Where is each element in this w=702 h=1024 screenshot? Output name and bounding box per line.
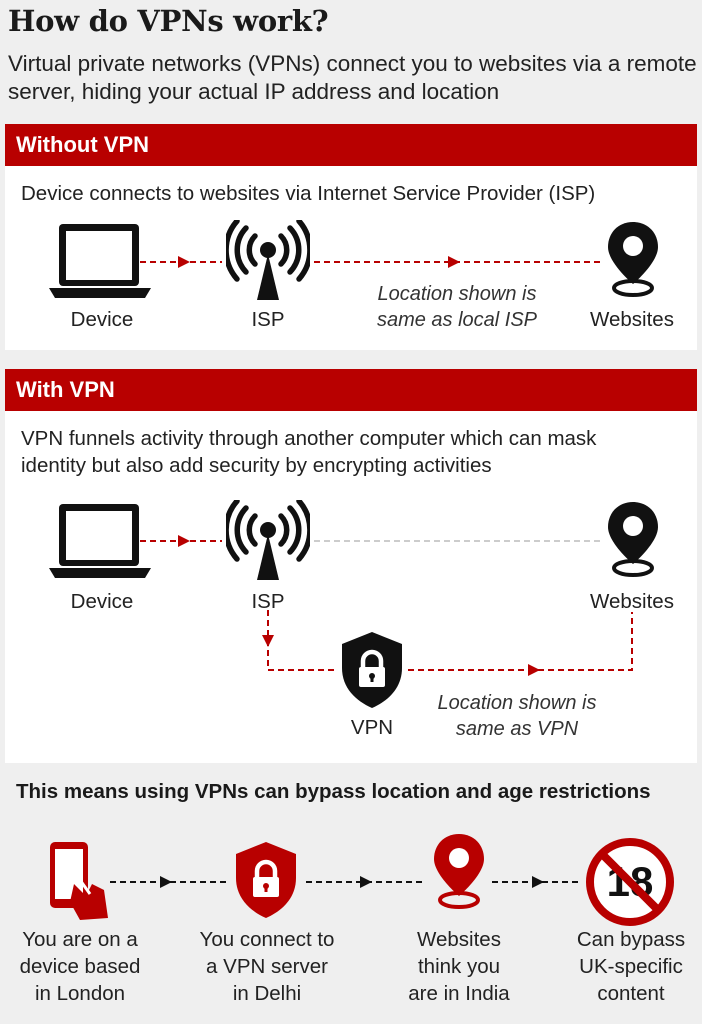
- laptop-icon: [49, 504, 151, 578]
- arrow-icon: [178, 256, 190, 268]
- without-vpn-banner: Without VPN: [5, 124, 697, 166]
- bypass-step-1: You are on a device based in London: [2, 926, 158, 1007]
- arrow-icon: [160, 876, 172, 888]
- antenna-icon: [226, 500, 310, 580]
- without-vpn-note-line1: Location shown is: [377, 283, 537, 305]
- no-18-icon: 18: [586, 838, 674, 926]
- step-2-line3: in Delhi: [232, 982, 302, 1005]
- step-4-line3: content: [597, 982, 665, 1005]
- arrow-icon: [448, 256, 460, 268]
- arrow-icon: [528, 664, 540, 676]
- step-3-line3: are in India: [408, 982, 510, 1005]
- page-subtitle: Virtual private networks (VPNs) connect …: [8, 51, 697, 104]
- shield-lock-icon: [236, 842, 296, 918]
- arrow-icon: [262, 635, 274, 647]
- without-vpn-device-label: Device: [70, 308, 134, 331]
- without-vpn-websites-label: Websites: [590, 308, 674, 331]
- with-vpn-isp-label: ISP: [251, 590, 285, 613]
- with-vpn-panel: VPN funnels activity through another com…: [5, 411, 697, 763]
- shield-lock-icon: [342, 632, 402, 708]
- with-vpn-note-line1: Location shown is: [437, 692, 597, 714]
- with-vpn-vpn-label: VPN: [350, 716, 394, 739]
- step-4-line2: UK-specific: [579, 955, 683, 978]
- with-vpn-note-line2: same as VPN: [455, 718, 579, 740]
- arrow-icon: [178, 535, 190, 547]
- location-pin-icon: [608, 502, 658, 577]
- without-vpn-description: Device connects to websites via Internet…: [21, 182, 596, 205]
- with-vpn-device-label: Device: [70, 590, 134, 613]
- arrow-icon: [532, 876, 544, 888]
- without-vpn-isp-label: ISP: [251, 308, 285, 331]
- with-isp-vpn-line: [267, 610, 336, 671]
- step-1-line1: You are on a: [22, 928, 138, 951]
- phone-hand-icon: [50, 842, 108, 920]
- step-1-line2: device based: [19, 955, 141, 978]
- bypass-step-4: Can bypass UK-specific content: [560, 926, 702, 1007]
- with-vpn-banner: With VPN: [5, 369, 697, 411]
- step-2-line2: a VPN server: [206, 955, 328, 978]
- with-vpn-note: Location shown is same as VPN: [424, 690, 610, 742]
- step-3-line1: Websites: [417, 928, 501, 951]
- with-vpn-description-line1: VPN funnels activity through another com…: [21, 427, 597, 450]
- without-vpn-note-line2: same as local ISP: [376, 309, 538, 331]
- bypass-step-2: You connect to a VPN server in Delhi: [184, 926, 350, 1007]
- location-pin-icon: [608, 222, 658, 297]
- laptop-icon: [49, 224, 151, 298]
- step-2-line1: You connect to: [199, 928, 335, 951]
- without-vpn-note: Location shown is same as local ISP: [364, 281, 550, 333]
- arrow-icon: [360, 876, 372, 888]
- step-3-line2: think you: [417, 955, 501, 978]
- page-title: How do VPNs work?: [8, 4, 329, 38]
- antenna-icon: [226, 220, 310, 300]
- step-4-line1: Can bypass: [576, 928, 686, 951]
- location-pin-icon: [434, 834, 484, 909]
- with-vpn-websites-line: [408, 612, 633, 671]
- step-1-line3: in London: [34, 982, 126, 1005]
- with-vpn-websites-label: Websites: [590, 590, 674, 613]
- with-vpn-description-line2: identity but also add security by encryp…: [21, 454, 492, 477]
- bypass-step-3: Websites think you are in India: [388, 926, 530, 1007]
- bypass-heading: This means using VPNs can bypass locatio…: [16, 780, 651, 803]
